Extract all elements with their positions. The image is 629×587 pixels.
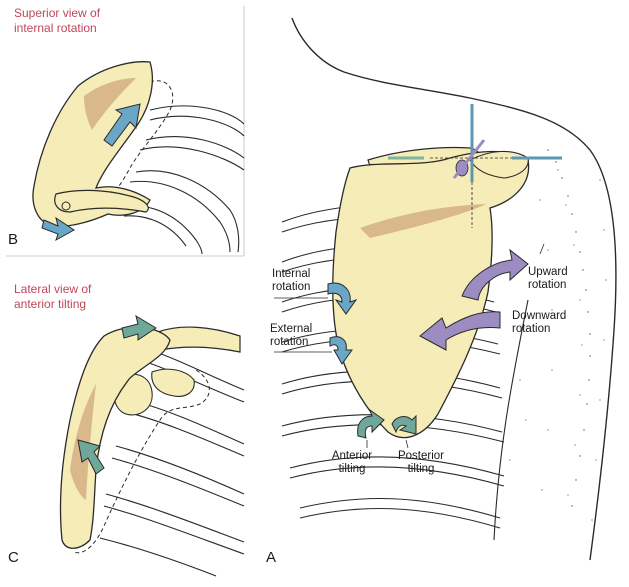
label-upward-rotation: Upward rotation [528, 266, 568, 292]
label-anterior-tilting-line2: tilting [338, 463, 366, 475]
label-posterior-tilting: Posterior tilting [386, 450, 456, 476]
label-anterior-tilting: Anterior tilting [322, 450, 382, 476]
label-upward-rotation-line1: Upward [528, 266, 568, 278]
panel-a [274, 17, 617, 561]
scapula-b-shadow [84, 78, 136, 130]
panel-b-letter: B [8, 231, 19, 248]
posterior-tilting-arrow [391, 414, 417, 435]
label-posterior-tilting-line2: tilting [407, 463, 435, 475]
scapula-b [32, 61, 153, 228]
label-downward-rotation: Downward rotation [512, 310, 566, 336]
panel-b-caption: Superior view of internal rotation [14, 6, 194, 36]
scapula-spine-shadow [360, 204, 486, 238]
internal-rotation-arrow-b [103, 103, 141, 147]
ribs-lateral [99, 349, 245, 577]
panel-b-caption-line1: Superior view of [14, 6, 101, 20]
label-downward-rotation-line1: Downward [512, 310, 567, 322]
anterior-tilting-arrow-c-lower [77, 439, 105, 475]
internal-rotation-arrow [327, 282, 358, 315]
label-external-rotation-line2: rotation [270, 336, 309, 348]
scapula-c [59, 326, 171, 549]
label-internal-rotation: Internal rotation [272, 268, 310, 294]
upward-rotation-arrow [461, 248, 529, 301]
label-external-rotation: External rotation [270, 323, 312, 349]
panel-c-caption-line2: anterior tilting [14, 297, 87, 311]
internal-rotation-arrow-b-lower [41, 216, 75, 242]
downward-rotation-arrow [419, 311, 501, 351]
panel-a-letter: A [266, 549, 277, 566]
label-upward-rotation-line2: rotation [528, 279, 567, 291]
coracoid-c [151, 368, 195, 397]
panel-c-caption: Lateral view of anterior tilting [14, 282, 194, 312]
body-outline [291, 17, 617, 561]
label-downward-rotation-line2: rotation [512, 323, 551, 335]
scapula-c-dashed-outline [73, 369, 210, 554]
label-posterior-tilting-line1: Posterior [397, 450, 445, 462]
label-external-rotation-line1: External [270, 323, 313, 335]
label-leaders [274, 243, 545, 449]
panel-c [59, 314, 245, 577]
anterior-tilting-arrow-c-upper [121, 314, 157, 341]
external-rotation-arrow [329, 336, 353, 365]
panel-b-caption-line2: internal rotation [14, 21, 97, 35]
panel-c-caption-line1: Lateral view of [14, 282, 92, 296]
arm-contour [493, 299, 529, 541]
rotation-axes [388, 104, 562, 228]
panel-b [6, 6, 245, 257]
label-anterior-tilting-line1: Anterior [331, 450, 373, 462]
panel-c-letter: C [8, 549, 19, 566]
anterior-tilting-arrow [357, 408, 385, 439]
skin-stipple [509, 149, 607, 521]
label-internal-rotation-line1: Internal [272, 268, 311, 280]
label-internal-rotation-line2: rotation [272, 281, 311, 293]
clavicle-b [54, 189, 149, 213]
scapula-a [332, 150, 530, 439]
ribs-superior [123, 105, 245, 255]
